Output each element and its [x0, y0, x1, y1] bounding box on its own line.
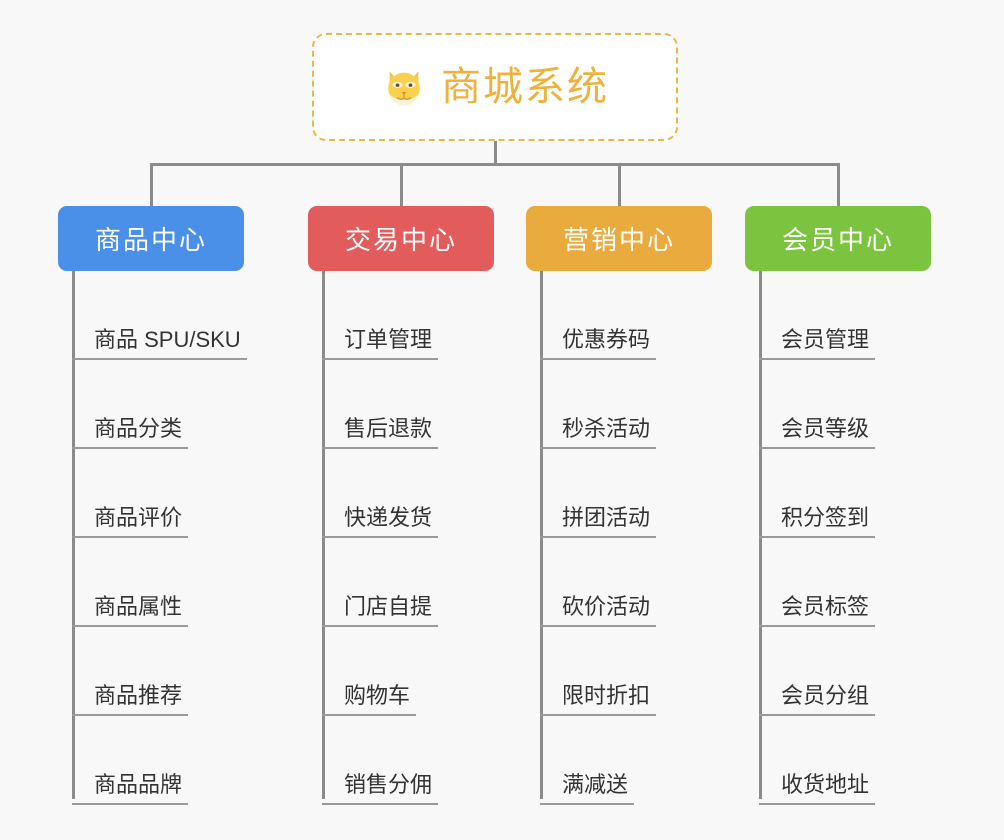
- leaf-item[interactable]: 拼团活动: [540, 449, 712, 538]
- leaf-item[interactable]: 商品分类: [72, 360, 244, 449]
- branch-header-1[interactable]: 商品中心: [58, 206, 244, 271]
- leaf-label: 秒杀活动: [540, 416, 657, 449]
- branch-member-center: 会员中心 会员管理 会员等级 积分签到 会员标签 会员分组 收货地址: [745, 206, 931, 805]
- leaf-item[interactable]: 销售分佣: [322, 716, 494, 805]
- leaf-item[interactable]: 会员管理: [759, 271, 931, 360]
- leaf-label: 商品推荐: [72, 683, 189, 716]
- branch-header-label-1: 商品中心: [94, 225, 207, 255]
- leaf-label: 会员管理: [759, 327, 876, 360]
- root-node[interactable]: 商城系统: [312, 33, 678, 141]
- branch-header-label-2: 交易中心: [344, 225, 457, 255]
- leaf-list-2: 订单管理 售后退款 快递发货 门店自提 购物车 销售分佣: [308, 271, 494, 805]
- leaf-item[interactable]: 商品属性: [72, 538, 244, 627]
- leaf-item[interactable]: 满减送: [540, 716, 712, 805]
- leaf-item[interactable]: 会员分组: [759, 627, 931, 716]
- leaf-label: 积分签到: [759, 505, 876, 538]
- leaf-item[interactable]: 会员等级: [759, 360, 931, 449]
- leaf-label: 满减送: [540, 772, 635, 805]
- dog-face-icon: [388, 71, 420, 106]
- leaf-label: 售后退款: [322, 416, 439, 449]
- leaf-label: 拼团活动: [540, 505, 657, 538]
- branch-header-label-4: 会员中心: [781, 225, 894, 255]
- leaf-item[interactable]: 砍价活动: [540, 538, 712, 627]
- connector-spine-1: [72, 271, 75, 799]
- branch-marketing-center: 营销中心 优惠券码 秒杀活动 拼团活动 砍价活动 限时折扣 满减送: [526, 206, 712, 805]
- leaf-label: 会员分组: [759, 683, 876, 716]
- leaf-label: 商品分类: [72, 416, 189, 449]
- connector-spine-2: [322, 271, 325, 799]
- connector-spine-4: [759, 271, 762, 799]
- branch-header-2[interactable]: 交易中心: [308, 206, 494, 271]
- leaf-item[interactable]: 商品评价: [72, 449, 244, 538]
- leaf-label: 商品评价: [72, 505, 189, 538]
- leaf-label: 门店自提: [322, 594, 439, 627]
- connector-drop-branch-1: [150, 163, 153, 208]
- leaf-label: 优惠券码: [540, 327, 657, 360]
- leaf-item[interactable]: 秒杀活动: [540, 360, 712, 449]
- leaf-label: 会员标签: [759, 594, 876, 627]
- leaf-item[interactable]: 商品品牌: [72, 716, 244, 805]
- leaf-label: 购物车: [322, 683, 417, 716]
- leaf-label: 商品 SPU/SKU: [72, 327, 247, 360]
- leaf-item[interactable]: 订单管理: [322, 271, 494, 360]
- branch-header-label-3: 营销中心: [562, 225, 675, 255]
- connector-drop-branch-4: [837, 163, 840, 208]
- leaf-item[interactable]: 购物车: [322, 627, 494, 716]
- leaf-label: 砍价活动: [540, 594, 657, 627]
- branch-product-center: 商品中心 商品 SPU/SKU 商品分类 商品评价 商品属性 商品推荐 商品品牌: [58, 206, 247, 805]
- leaf-label: 订单管理: [322, 327, 439, 360]
- leaf-item[interactable]: 快递发货: [322, 449, 494, 538]
- connector-drop-branch-3: [618, 163, 621, 208]
- connector-drop-branch-2: [400, 163, 403, 208]
- connector-horizontal-bus: [150, 163, 840, 166]
- branch-header-4[interactable]: 会员中心: [745, 206, 931, 271]
- connector-spine-3: [540, 271, 543, 799]
- leaf-list-3: 优惠券码 秒杀活动 拼团活动 砍价活动 限时折扣 满减送: [526, 271, 712, 805]
- leaf-list-4: 会员管理 会员等级 积分签到 会员标签 会员分组 收货地址: [745, 271, 931, 805]
- leaf-item[interactable]: 优惠券码: [540, 271, 712, 360]
- connector-root-stem: [494, 141, 497, 165]
- leaf-item[interactable]: 会员标签: [759, 538, 931, 627]
- leaf-item[interactable]: 商品 SPU/SKU: [72, 271, 247, 360]
- leaf-label: 销售分佣: [322, 772, 439, 805]
- leaf-label: 商品属性: [72, 594, 189, 627]
- root-title: 商城系统: [441, 65, 609, 109]
- leaf-item[interactable]: 门店自提: [322, 538, 494, 627]
- leaf-label: 收货地址: [759, 772, 876, 805]
- leaf-item[interactable]: 售后退款: [322, 360, 494, 449]
- leaf-item[interactable]: 积分签到: [759, 449, 931, 538]
- leaf-list-1: 商品 SPU/SKU 商品分类 商品评价 商品属性 商品推荐 商品品牌: [58, 271, 247, 805]
- leaf-item[interactable]: 收货地址: [759, 716, 931, 805]
- leaf-label: 限时折扣: [540, 683, 657, 716]
- leaf-item[interactable]: 商品推荐: [72, 627, 244, 716]
- leaf-label: 会员等级: [759, 416, 876, 449]
- leaf-item[interactable]: 限时折扣: [540, 627, 712, 716]
- leaf-label: 快递发货: [322, 505, 439, 538]
- branch-header-3[interactable]: 营销中心: [526, 206, 712, 271]
- branch-trade-center: 交易中心 订单管理 售后退款 快递发货 门店自提 购物车 销售分佣: [308, 206, 494, 805]
- leaf-label: 商品品牌: [72, 772, 189, 805]
